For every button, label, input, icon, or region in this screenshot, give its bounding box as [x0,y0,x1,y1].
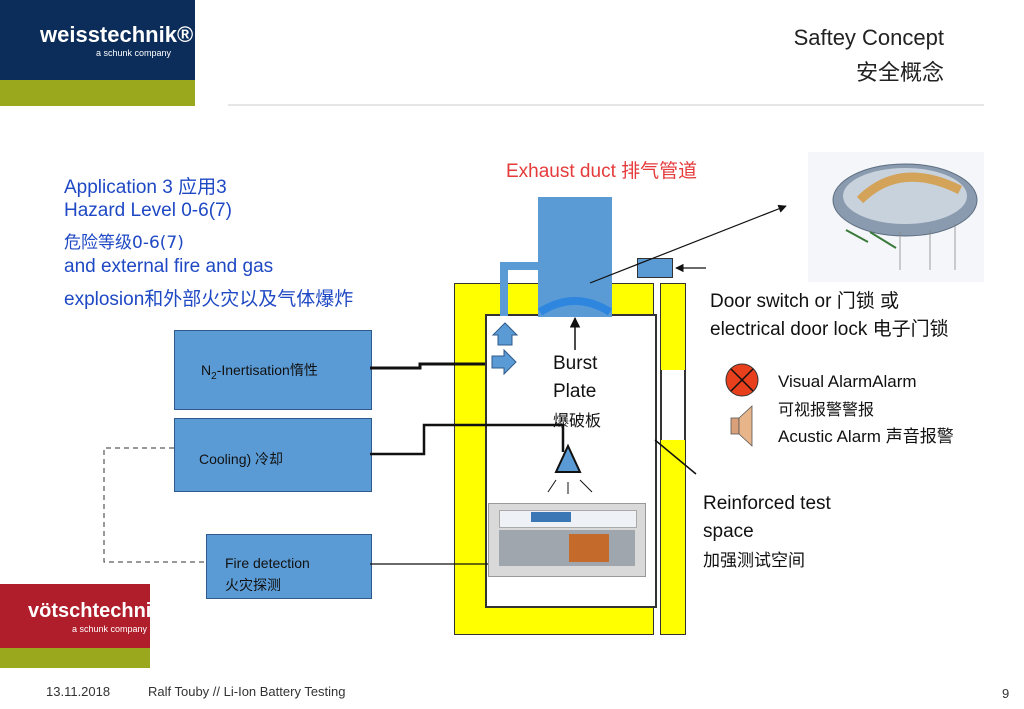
n2-inertisation-box: N2-Inertisation惰性 [174,330,372,410]
brand-top-sub: a schunk company [96,48,172,58]
voetschtechnik-logo: vötschtechnik a schunk company [0,584,162,648]
burst-plate-label-zh: 爆破板 [553,411,602,430]
application-line-4: and external fire and gas [64,256,274,277]
footer-date: 13.11.2018 [46,684,111,699]
photo-pointer [589,204,787,284]
cooling-box: Cooling) 冷却 [174,418,372,492]
fire-feedback-line [103,447,206,563]
page-title: Saftey Concept [793,25,944,50]
door-switch [637,258,673,278]
logo-bottom-accent-bar [0,648,150,668]
battery-connectors [569,534,609,562]
exhaust-duct-arm-top [500,262,540,270]
application-line-5: explosion和外部火灾以及气体爆炸 [64,289,354,310]
reinforced-label-zh: 加强测试空间 [703,551,805,571]
battery-module [488,503,646,577]
reinforced-label-2: space [703,521,754,542]
n2-inertisation-label: N2-Inertisation惰性 [201,362,318,382]
burst-plate [537,297,613,316]
reinforced-label-1: Reinforced test [703,493,831,514]
visual-alarm-label: Visual AlarmAlarm [778,372,917,391]
fire-detection-box: Fire detection 火灾探测 [206,534,372,599]
page-title-zh: 安全概念 [855,61,944,86]
door-window [661,370,685,440]
acustic-alarm-label: Acustic Alarm 声音报警 [778,427,954,446]
visual-alarm-label-zh: 可视报警警报 [778,400,875,419]
reinforced-pointer [654,439,697,475]
application-line-1: Application 3 应用3 [64,177,227,198]
door-switch-label-2: electrical door lock 电子门锁 [710,319,949,340]
n2-line [370,362,485,370]
brand-bottom-sub: a schunk company [72,624,148,634]
page-number: 9 [1002,686,1010,701]
inlet-right-arrow [491,348,517,376]
burst-plate-label-1: Burst [553,353,598,374]
application-line-3: 危险等级0-6(7) [64,233,184,253]
acustic-alarm-icon [730,405,753,447]
weisstechnik-logo: weisstechnik® a schunk company [0,0,195,80]
exhaust-duct-label: Exhaust duct 排气管道 [506,161,698,182]
battery-cells [499,530,635,566]
visual-alarm-icon [725,363,759,397]
fire-detection-label-zh: 火灾探测 [225,577,281,593]
title-divider [228,104,984,106]
brand-bottom-text: vötschtechnik [28,600,163,622]
logo-top-accent-bar [0,80,195,106]
fire-detection-label: Fire detection [225,555,310,571]
cooling-line [370,423,565,456]
burst-plate-label-2: Plate [553,381,597,402]
exhaust-duct-arm [500,262,508,316]
cooling-label: Cooling) 冷却 [199,451,284,467]
battery-label [531,512,571,522]
door-switch-label-1: Door switch or 门锁 或 [710,291,899,312]
application-line-2: Hazard Level 0-6(7) [64,200,232,221]
footer-author: Ralf Touby // Li-Ion Battery Testing [148,684,346,699]
burst-plate-photo-graphic [832,163,978,270]
fire-detector-icon [554,443,582,473]
chamber-door [660,283,686,635]
brand-top-text: weisstechnik® [40,22,194,47]
vent-up-arrow [491,322,519,346]
